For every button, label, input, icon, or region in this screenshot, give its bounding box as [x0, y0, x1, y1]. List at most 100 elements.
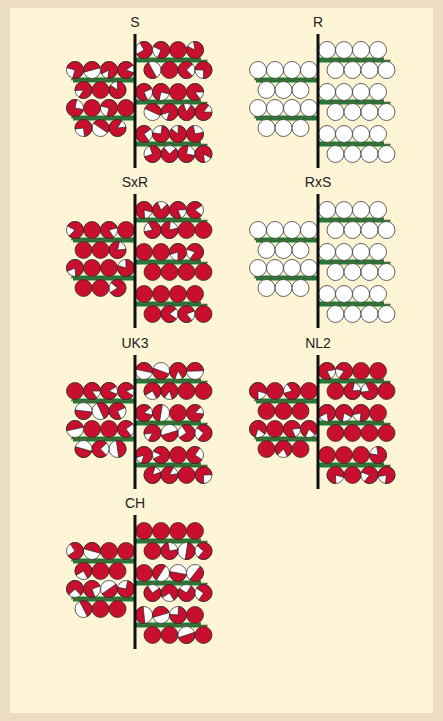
fruit: [161, 305, 178, 322]
fruit-body: [101, 222, 118, 239]
fruit-red-part: [118, 259, 135, 276]
fruit-body: [284, 421, 301, 438]
fruit: [327, 466, 344, 483]
fruit-red-part: [118, 61, 135, 78]
fruit: [161, 221, 178, 238]
fruit: [284, 222, 301, 239]
fruit: [258, 441, 275, 458]
fruit-body: [292, 242, 309, 259]
fruit-body: [92, 280, 109, 297]
fruit-red-part: [161, 584, 178, 600]
fruit: [195, 62, 212, 79]
fruit-body: [370, 363, 387, 380]
fruit: [75, 81, 92, 98]
fruit-body: [161, 425, 178, 442]
fruit-red-part: [92, 441, 107, 458]
fruit-body: [136, 447, 153, 464]
fruit: [161, 264, 178, 281]
fruit-red-part: [153, 126, 170, 143]
fruit-body: [144, 543, 161, 560]
fruit-body: [378, 104, 395, 121]
fruit: [152, 404, 169, 421]
fruit-body: [178, 425, 195, 442]
fruit-body: [118, 100, 135, 117]
fruit-body: [187, 42, 204, 59]
fruit-body: [250, 421, 267, 438]
fruit-body: [250, 100, 267, 117]
fruit-body: [258, 120, 275, 137]
fruit-red-part: [93, 120, 109, 133]
fruit-red-part: [301, 420, 318, 436]
fruit: [344, 306, 361, 323]
fruit: [66, 420, 83, 437]
fruit: [275, 440, 292, 457]
fruit-red-part: [110, 280, 126, 297]
fruit: [195, 146, 212, 163]
fruit-body: [136, 405, 153, 422]
plant: [250, 194, 396, 328]
fruit: [267, 383, 284, 400]
fruit-body: [67, 543, 84, 560]
fruit: [144, 383, 161, 400]
fruit: [153, 363, 170, 380]
fruit-body: [109, 601, 126, 618]
fruit-body: [161, 383, 178, 400]
fruit: [144, 543, 161, 560]
fruit-body: [195, 264, 212, 281]
fruit: [170, 447, 187, 464]
fruit: [250, 62, 267, 79]
fruit: [178, 62, 195, 79]
fruit: [153, 84, 170, 101]
fruit-body: [178, 264, 195, 281]
fruit: [187, 523, 204, 540]
fruit: [178, 585, 195, 602]
fruit-body: [361, 146, 378, 163]
fruit-red-part: [161, 305, 177, 322]
fruit-red-part: [135, 83, 151, 100]
fruit-body: [361, 222, 378, 239]
fruit: [135, 125, 152, 142]
fruit: [378, 383, 395, 400]
fruit-body: [370, 244, 387, 261]
fruit-body: [301, 260, 318, 277]
fruit: [170, 405, 187, 422]
fruit: [161, 425, 178, 442]
fruit: [267, 62, 284, 79]
fruit: [353, 286, 370, 303]
fruit: [353, 42, 370, 59]
fruit-red-part: [144, 383, 161, 399]
fruit: [101, 260, 118, 277]
fruit-body: [136, 565, 153, 582]
fruit-body: [101, 421, 118, 438]
fruit-body: [370, 42, 387, 59]
fruit: [378, 306, 395, 323]
fruit: [170, 42, 187, 59]
fruit-red-part: [169, 244, 186, 261]
fruit-body: [161, 62, 178, 79]
fruit: [344, 62, 361, 79]
fruit: [319, 202, 336, 219]
fruit: [370, 244, 387, 261]
fruit-body: [118, 383, 135, 400]
fruit: [153, 126, 170, 143]
fruit: [67, 222, 84, 239]
fruit-body: [161, 467, 178, 484]
fruit-body: [170, 447, 187, 464]
fruit-body: [378, 425, 395, 442]
fruit-body: [378, 467, 395, 484]
fruit-body: [109, 563, 126, 580]
fruit: [109, 280, 126, 297]
fruit: [195, 306, 212, 323]
fruit-body: [301, 222, 318, 239]
fruit-body: [353, 286, 370, 303]
fruit-body: [136, 126, 153, 143]
fruit-red-part: [75, 81, 92, 98]
fruit-body: [195, 104, 212, 121]
fruit-body: [84, 383, 101, 400]
fruit-red-part: [186, 447, 202, 464]
fruit-body: [301, 383, 318, 400]
fruit: [336, 447, 353, 464]
fruit-body: [178, 222, 195, 239]
fruit: [144, 103, 161, 120]
